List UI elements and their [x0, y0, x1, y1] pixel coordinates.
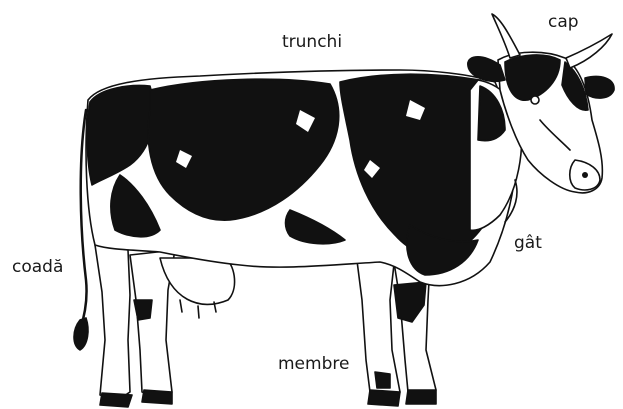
label-trunchi: trunchi: [282, 34, 342, 51]
left-horn: [492, 14, 520, 58]
eye: [531, 96, 539, 104]
leg-patch: [375, 372, 390, 388]
tail-tuft: [74, 318, 88, 350]
hoof: [406, 390, 436, 404]
udder: [160, 258, 235, 304]
hoof: [368, 390, 400, 406]
right-horn: [566, 34, 612, 68]
nostril: [582, 172, 588, 178]
label-coada: coadă: [12, 259, 63, 276]
label-cap: cap: [548, 14, 579, 31]
label-gat: gât: [514, 235, 542, 252]
rear-left-leg: [95, 245, 130, 400]
leg-patch: [134, 300, 152, 320]
right-ear: [585, 77, 614, 99]
hoof: [100, 393, 132, 407]
hoof: [142, 390, 172, 404]
label-membre: membre: [278, 356, 349, 373]
